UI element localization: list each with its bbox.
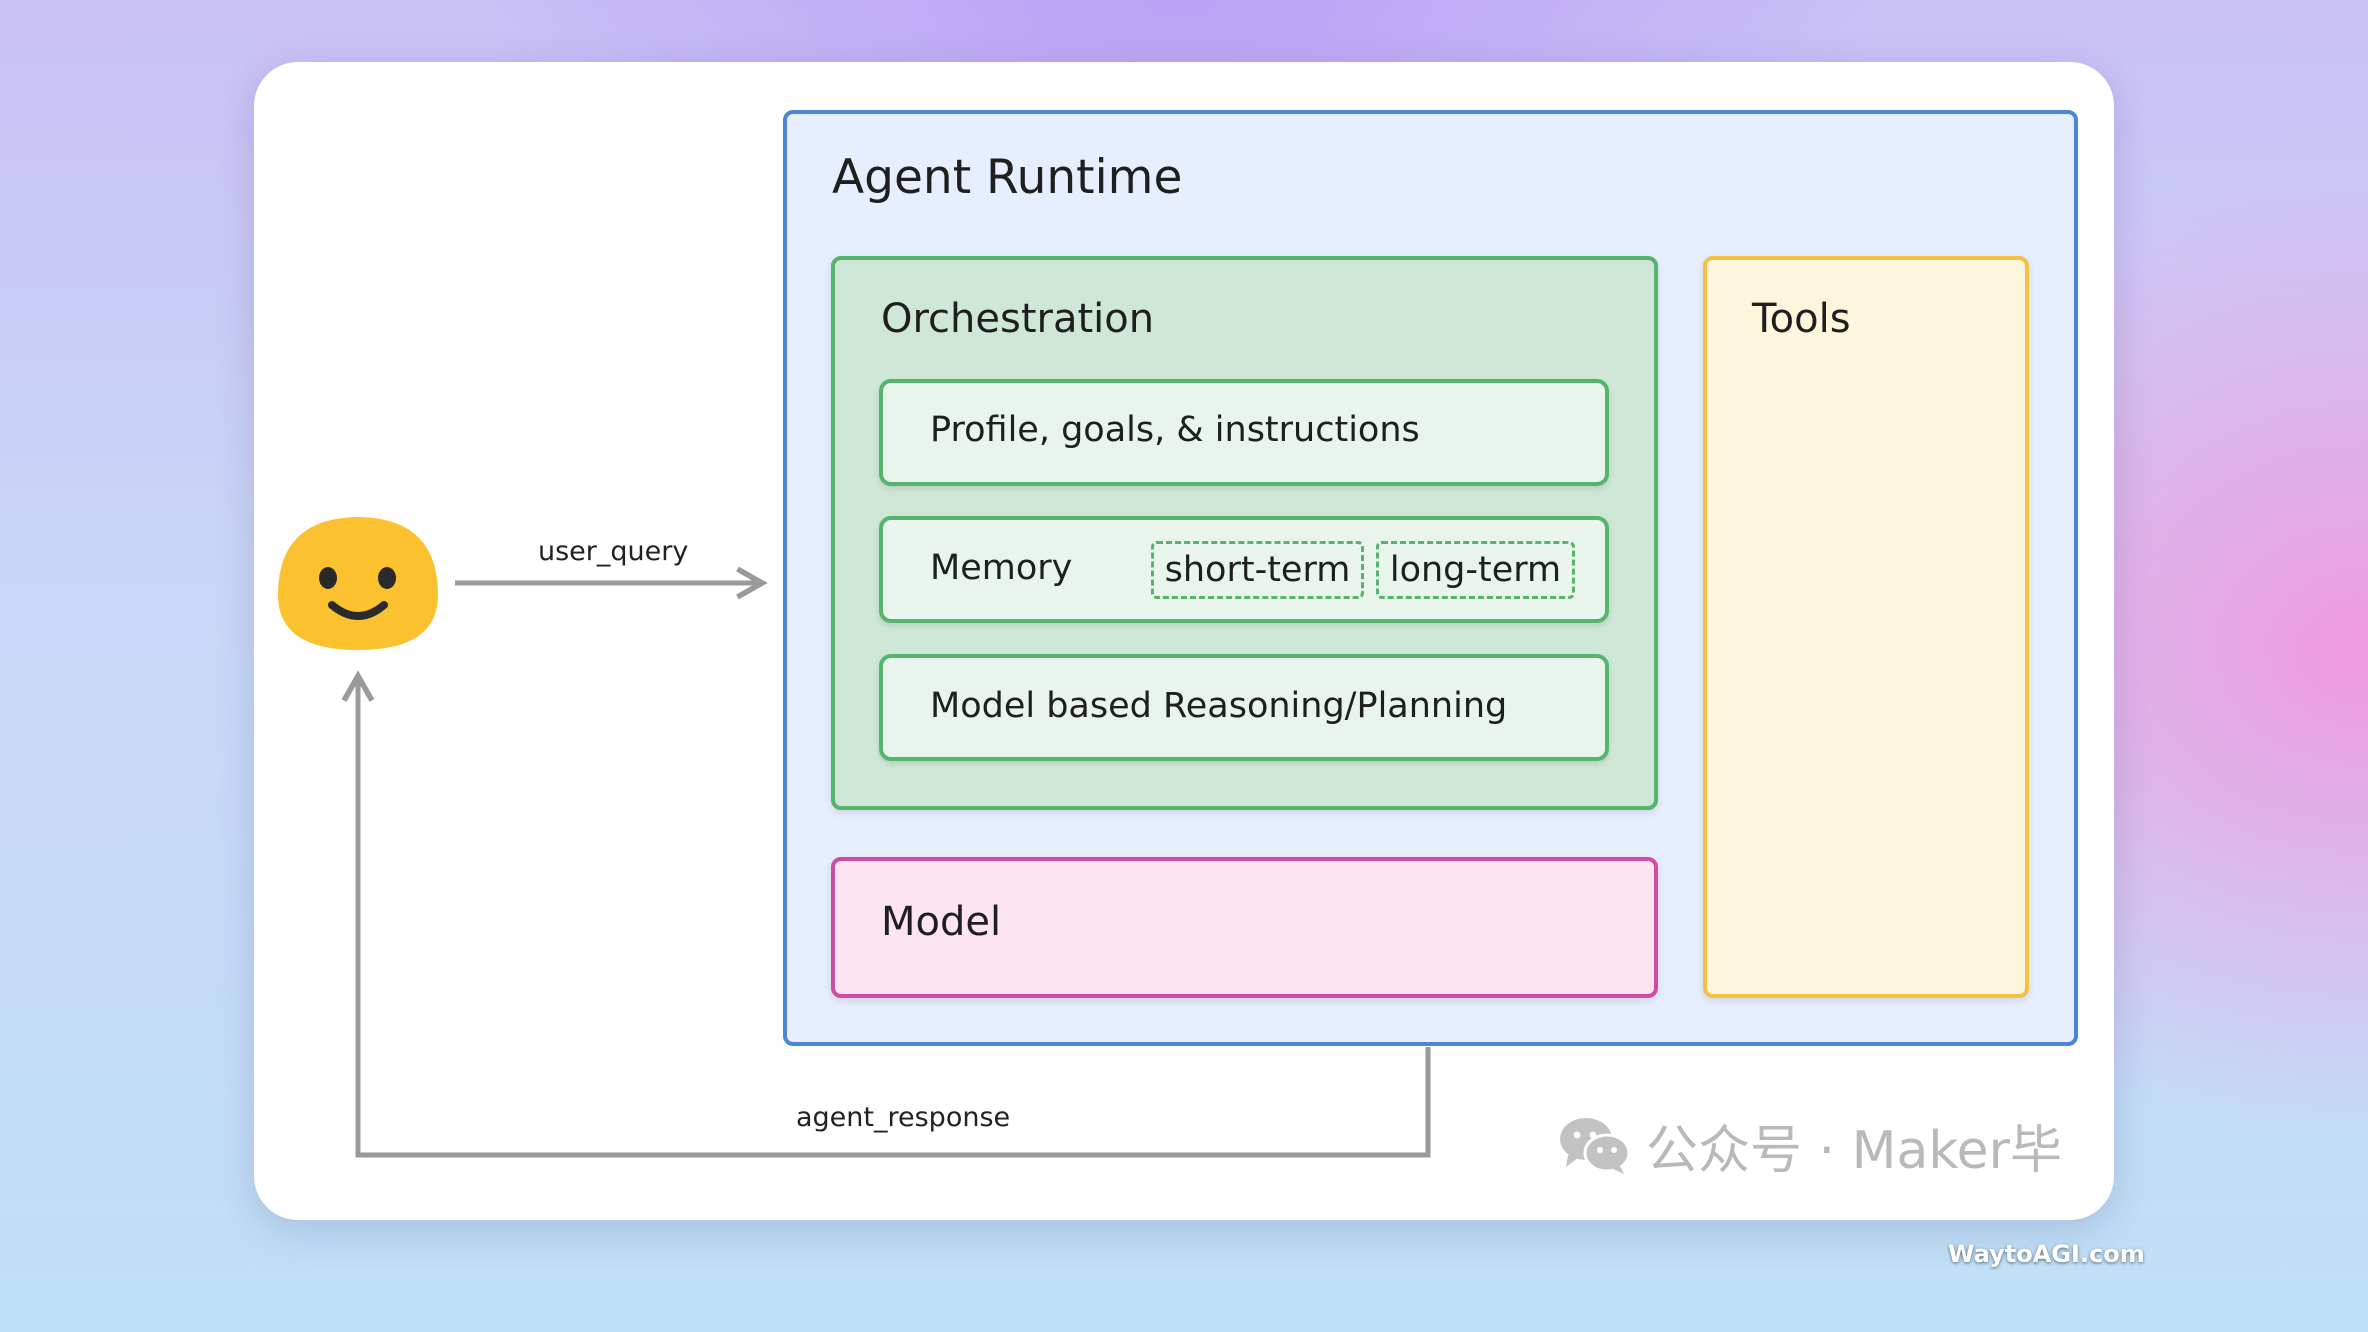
tools-box	[1703, 256, 2029, 998]
model-box	[831, 857, 1658, 998]
memory-box	[879, 516, 1609, 623]
site-watermark: WaytoAGI.com	[1948, 1240, 2145, 1268]
model-title: Model	[881, 899, 1002, 945]
reasoning-label: Model based Reasoning/Planning	[930, 686, 1508, 726]
reasoning-box	[879, 654, 1609, 761]
profile-label: Profile, goals, & instructions	[930, 410, 1420, 450]
smiley-face-icon	[278, 517, 438, 650]
memory-label: Memory	[930, 548, 1073, 588]
agent-response-arrow	[341, 670, 1431, 1158]
watermark-text: 公众号 · Maker毕	[1646, 1120, 2062, 1181]
wechat-icon	[1560, 1118, 1631, 1174]
profile-box	[879, 379, 1609, 486]
tools-title: Tools	[1752, 296, 1851, 342]
agent-response-label: agent_response	[796, 1102, 1011, 1133]
long-term-tag: long-term	[1376, 541, 1575, 599]
user-query-label: user_query	[538, 536, 689, 567]
watermark: 公众号 · Maker毕	[1558, 1112, 2062, 1181]
short-term-tag: short-term	[1151, 541, 1364, 599]
orchestration-title: Orchestration	[881, 296, 1155, 342]
agent-runtime-title: Agent Runtime	[832, 150, 1183, 205]
